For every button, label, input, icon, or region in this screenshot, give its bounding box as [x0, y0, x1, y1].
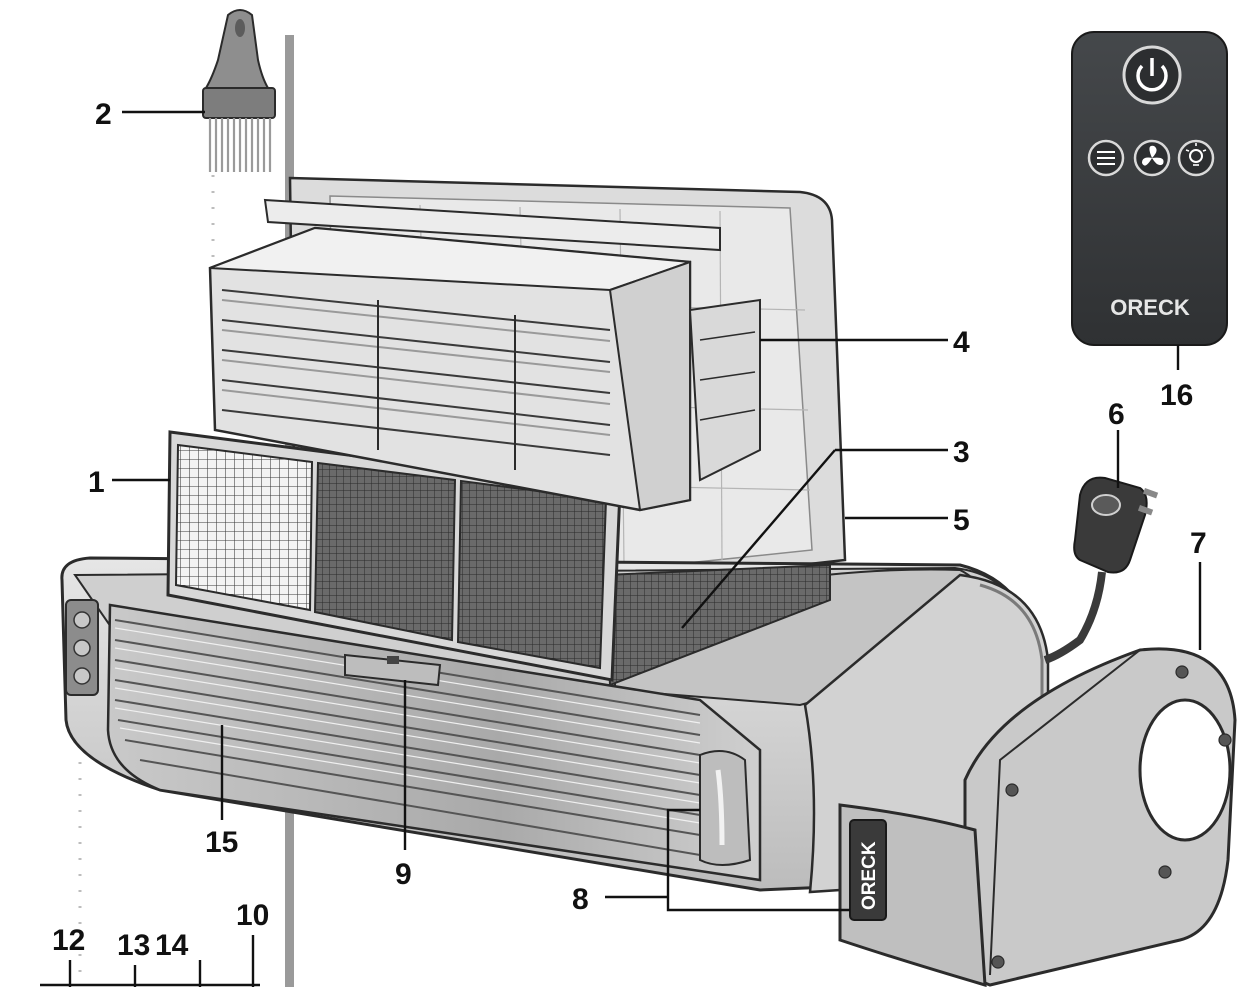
ionizer-icon	[1087, 139, 1125, 177]
leader-lines	[40, 110, 1202, 987]
callout-10: 10	[236, 899, 269, 932]
callout-labels: 2 1 4 3 5 6 7 16 8 9 15 12 13 14 10	[52, 98, 1207, 962]
release-handle	[344, 653, 442, 687]
callout-12: 12	[52, 924, 85, 957]
panel-button-bottom	[73, 667, 91, 685]
callout-1: 1	[88, 466, 105, 499]
sensor-window	[699, 750, 752, 866]
callout-2: 2	[95, 98, 112, 131]
callout-8: 8	[572, 883, 589, 916]
fan-icon	[1133, 139, 1171, 177]
callout-4: 4	[953, 326, 970, 359]
callout-6: 6	[1108, 398, 1125, 431]
power-icon	[1122, 45, 1182, 105]
callout-13: 13	[117, 929, 150, 962]
collector-cell	[208, 198, 761, 512]
remote-brand-label: ORECK	[1110, 295, 1190, 320]
callout-9: 9	[395, 858, 412, 891]
pre-filter	[166, 430, 622, 682]
cleaning-brush	[202, 9, 276, 172]
panel-button-middle	[73, 639, 91, 657]
panel-button-top	[73, 611, 91, 629]
end-cap: ORECK	[838, 647, 1237, 987]
cap-brand-label: ORECK	[859, 841, 880, 910]
callout-7: 7	[1190, 527, 1207, 560]
light-icon	[1177, 139, 1215, 177]
callout-3: 3	[953, 436, 970, 469]
callout-5: 5	[953, 504, 970, 537]
callout-15: 15	[205, 826, 238, 859]
callout-16: 16	[1160, 379, 1193, 412]
power-adapter	[1043, 476, 1159, 664]
remote-control: ORECK	[1071, 31, 1228, 346]
callout-14: 14	[155, 929, 189, 962]
